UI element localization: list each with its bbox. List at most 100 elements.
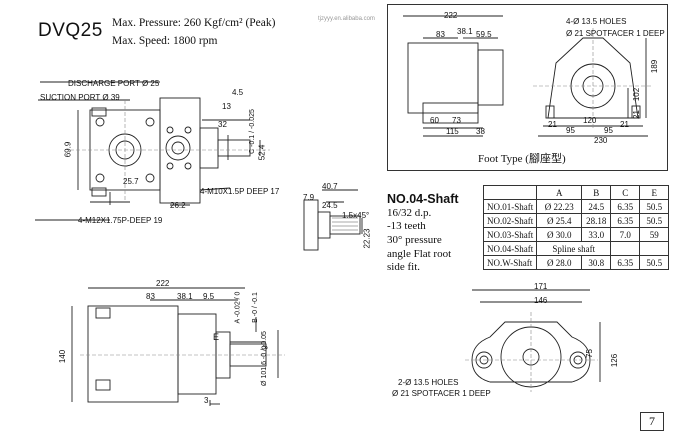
shaft-title: NO.04-Shaft — [387, 192, 459, 206]
foot-base-95-a: 95 — [566, 126, 575, 135]
watermark: tjzyyy.en.alibaba.com — [318, 16, 375, 22]
table-header-cell — [482, 185, 538, 200]
table-cell: 28.18 — [581, 213, 612, 228]
table-cell: 50.5 — [639, 199, 670, 214]
dim-52-4: 52.4 — [257, 144, 267, 161]
table-cell — [610, 241, 641, 256]
flange-dim-146: 146 — [534, 296, 548, 305]
table-cell: Ø 30.0 — [536, 227, 583, 242]
shaft-dim-24-5: 24.5 — [322, 201, 338, 210]
shaft-spec-line-4: angle Flat root — [387, 248, 452, 260]
table-cell: Ø 25.4 — [536, 213, 583, 228]
foot-dim-83: 83 — [436, 30, 445, 39]
table-cell: NO.01-Shaft — [482, 199, 538, 214]
dim-13: 13 — [222, 102, 231, 111]
table-cell: NO.04-Shaft — [482, 241, 538, 256]
table-cell: 24.5 — [581, 199, 612, 214]
table-cell: 6.35 — [610, 199, 641, 214]
foot-dim-21-right: 21 — [631, 110, 641, 119]
table-cell: 7.0 — [610, 227, 641, 242]
max-pressure: Max. Pressure: 260 Kgf/cm² (Peak) — [112, 17, 276, 29]
table-header-cell: C — [610, 185, 641, 200]
table-header-cell: E — [639, 185, 670, 200]
foot-dim-59-5: 59.5 — [476, 30, 492, 39]
shaft-detail-drawing — [303, 189, 363, 251]
side-dim-a: A -0.02 / 0 — [234, 291, 242, 324]
table-row: NO.W-Shaft Ø 28.0 30.8 6.35 50.5 — [482, 255, 670, 270]
foot-holes-label: 4-Ø 13.5 HOLES — [566, 17, 627, 26]
table-header-cell: A — [536, 185, 583, 200]
dim-32: 32 — [218, 120, 227, 129]
dim-c-tolerance: C -0.1 / -0.025 — [248, 109, 256, 154]
foot-base-120: 120 — [583, 116, 597, 125]
table-row: NO.04-Shaft Spline shaft — [482, 241, 670, 256]
discharge-port-label: DISCHARGE PORT Ø 25 — [68, 79, 160, 88]
foot-base-230: 230 — [594, 136, 608, 145]
dim-25-7: 25.7 — [123, 177, 139, 186]
table-header-row: A B C E — [482, 185, 670, 200]
foot-base-21-b: 21 — [620, 120, 629, 129]
foot-dim-189: 189 — [650, 59, 660, 74]
table-cell: 33.0 — [581, 227, 612, 242]
shaft-spec-line-5: side fit. — [387, 261, 420, 273]
model-title: DVQ25 — [38, 20, 103, 41]
flange-view-drawing — [465, 289, 601, 392]
table-cell: NO.02-Shaft — [482, 213, 538, 228]
side-view-drawing — [71, 287, 285, 406]
bolt-small-label: 4-M10X1.5P DEEP 17 — [200, 187, 280, 196]
foot-type-drawing — [403, 15, 653, 137]
table-header-cell: B — [581, 185, 612, 200]
side-dim-3: 3 — [204, 396, 209, 405]
suction-port-label: SUCTION PORT Ø 39 — [40, 93, 120, 102]
shaft-dim-chamfer: 1.5x45° — [342, 211, 370, 220]
table-cell — [639, 241, 670, 256]
side-dim-222: 222 — [156, 279, 170, 288]
foot-base-21-a: 21 — [548, 120, 557, 129]
shaft-dim-7-9: 7.9 — [303, 193, 315, 202]
flange-dim-126: 126 — [610, 353, 620, 368]
table-cell: 50.5 — [639, 255, 670, 270]
max-speed: Max. Speed: 1800 rpm — [112, 35, 218, 47]
table-cell: NO.W-Shaft — [482, 255, 538, 270]
front-view-drawing — [35, 81, 270, 221]
shaft-dim-22-23: 22.23 — [362, 228, 372, 249]
dim-26-2: 26.2 — [170, 201, 186, 210]
dim-69-9: 69.9 — [63, 141, 73, 158]
foot-dim-102: 102 — [632, 87, 642, 102]
table-cell: 30.8 — [581, 255, 612, 270]
foot-base-95-b: 95 — [604, 126, 613, 135]
page-number: 7 — [640, 412, 664, 431]
table-cell: 59 — [639, 227, 670, 242]
table-cell: Ø 22.23 — [536, 199, 583, 214]
side-dim-9-5: 9.5 — [203, 292, 215, 301]
table-row: NO.01-Shaft Ø 22.23 24.5 6.35 50.5 — [482, 199, 670, 214]
flange-dim-75: 75 — [584, 349, 594, 358]
shaft-spec-line-2: -13 teeth — [387, 220, 426, 232]
foot-dim-73: 73 — [452, 116, 461, 125]
flange-spotfacer-label: Ø 21 SPOTFACER 1 DEEP — [392, 389, 491, 398]
shaft-spec-line-1: 16/32 d.p. — [387, 207, 432, 219]
side-dim-140: 140 — [58, 349, 68, 364]
side-dim-b: B -0 / -0.1 — [251, 292, 259, 323]
table-cell: Spline shaft — [536, 241, 612, 256]
bolt-large-label: 4-M12X1.75P-DEEP 19 — [78, 216, 163, 225]
side-dim-e: E — [213, 332, 220, 342]
table-cell: 50.5 — [639, 213, 670, 228]
table-cell: NO.03-Shaft — [482, 227, 538, 242]
dim-4-5: 4.5 — [232, 88, 244, 97]
table-row: NO.03-Shaft Ø 30.0 33.0 7.0 59 — [482, 227, 670, 242]
flange-dim-171: 171 — [534, 282, 548, 291]
foot-dim-38: 38 — [476, 127, 485, 136]
side-dim-9: 9 — [260, 345, 270, 350]
flange-holes-label: 2-Ø 13.5 HOLES — [398, 378, 459, 387]
shaft-dim-40-7: 40.7 — [322, 182, 338, 191]
table-cell: Ø 28.0 — [536, 255, 583, 270]
foot-type-panel — [387, 4, 668, 171]
foot-dim-222: 222 — [444, 11, 458, 20]
foot-dim-115: 115 — [446, 127, 459, 136]
foot-dim-38-1: 38.1 — [457, 27, 473, 36]
foot-spotfacer-label: Ø 21 SPOTFACER 1 DEEP — [566, 29, 665, 38]
side-dim-38-1: 38.1 — [177, 292, 193, 301]
table-cell: 6.35 — [610, 213, 641, 228]
table-row: NO.02-Shaft Ø 25.4 28.18 6.35 50.5 — [482, 213, 670, 228]
